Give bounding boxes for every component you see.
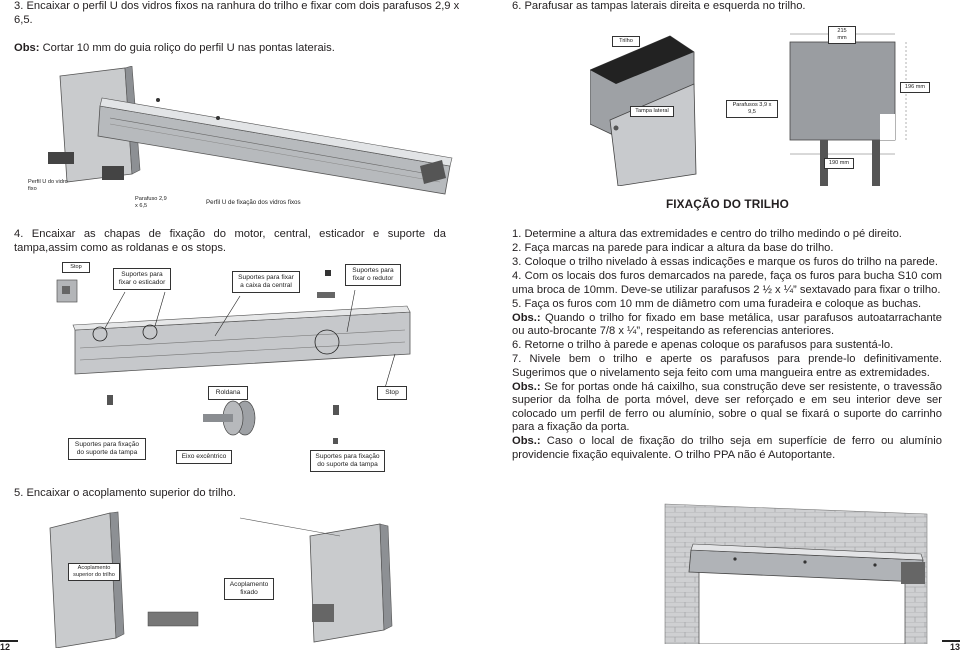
label-parafusos: Parafusos 3,9 x 9,5 (726, 100, 778, 118)
page-number-left: 12 (0, 640, 18, 653)
label-acoplamento-fixado: Acoplamento fixado (224, 578, 274, 600)
page-number-right: 13 (942, 640, 960, 653)
instruction-obs-1: Obs.: Quando o trilho for fixado em base… (512, 311, 942, 338)
label-stop-left: Stop (62, 262, 90, 273)
instruction-item-2: 2. Faça marcas na parede para indicar a … (512, 241, 834, 254)
label-dim-215: 215 mm (828, 26, 856, 44)
obs-note: Obs: Cortar 10 mm do guia roliço do perf… (14, 42, 474, 56)
step6-text: 6. Parafusar as tampas laterais direita … (512, 0, 806, 12)
section-heading: FIXAÇÃO DO TRILHO (666, 197, 789, 211)
instruction-item-7: 7. Nivele bem o trilho e aperte os paraf… (512, 353, 942, 379)
figure-rail-components (56, 270, 411, 444)
instruction-item-4: 4. Com os locais dos furos demarcados na… (512, 269, 942, 296)
label-parafuso: Parafuso 2,9 x 6,5 (135, 196, 167, 209)
step4-text: 4. Encaixar as chapas de fixação do moto… (14, 228, 446, 254)
instruction-item-5: 5. Faça os furos com 10 mm de diâmetro c… (512, 297, 922, 310)
instruction-obs-3: Obs.: Caso o local de fixação do trilho … (512, 435, 942, 462)
instruction-obs-2: Obs.: Se for portas onde há caixilho, su… (512, 380, 942, 434)
instruction-item-3: 3. Coloque o trilho nivelado à essas ind… (512, 255, 939, 268)
label-suportes-tampa-left: Suportes para fixação do suporte da tamp… (68, 438, 146, 460)
figure-rail-on-wall (664, 503, 928, 644)
step5-text: 5. Encaixar o acoplamento superior do tr… (14, 487, 237, 499)
label-suportes-esticador: Suportes para fixar o esticador (113, 268, 171, 290)
label-perfil-u: Perfil U do vidro fixo (28, 179, 68, 192)
obs-label: Obs: (14, 42, 40, 54)
label-acoplamento-superior: Acoplamento superior do trilho (68, 563, 120, 581)
label-dim-196: 196 mm (900, 82, 930, 93)
label-perfil-u-fixacao: Perfil U de fixação dos vidros fixos (206, 199, 301, 206)
label-dim-190: 190 mm (824, 158, 854, 169)
label-roldana: Roldana (208, 386, 248, 400)
instruction-item-6: 6. Retorne o trilho à parede e apenas co… (512, 339, 894, 352)
figure-rail-u-profile (48, 66, 453, 195)
instruction-item-1: 1. Determine a altura das extremidades e… (512, 228, 902, 240)
roldana-wheel (203, 400, 256, 436)
label-eixo-excentrico: Eixo excêntrico (176, 450, 232, 464)
step3-text: 3. Encaixar o perfil U dos vidros fixos … (14, 0, 460, 26)
label-suportes-caixa: Suportes para fixar a caixa da central (232, 271, 300, 293)
obs-text: Cortar 10 mm do guia roliço do perfil U … (39, 42, 335, 54)
label-suportes-redutor: Suportes para fixar o redutor (345, 264, 401, 286)
instructions-list: 1. Determine a altura das extremidades e… (512, 228, 942, 463)
label-tampa-lateral: Tampa lateral (630, 106, 674, 117)
label-suportes-tampa-right: Suportes para fixação do suporte da tamp… (310, 450, 385, 472)
label-stop-right: Stop (377, 386, 407, 400)
label-trilho: Trilho (612, 36, 640, 47)
